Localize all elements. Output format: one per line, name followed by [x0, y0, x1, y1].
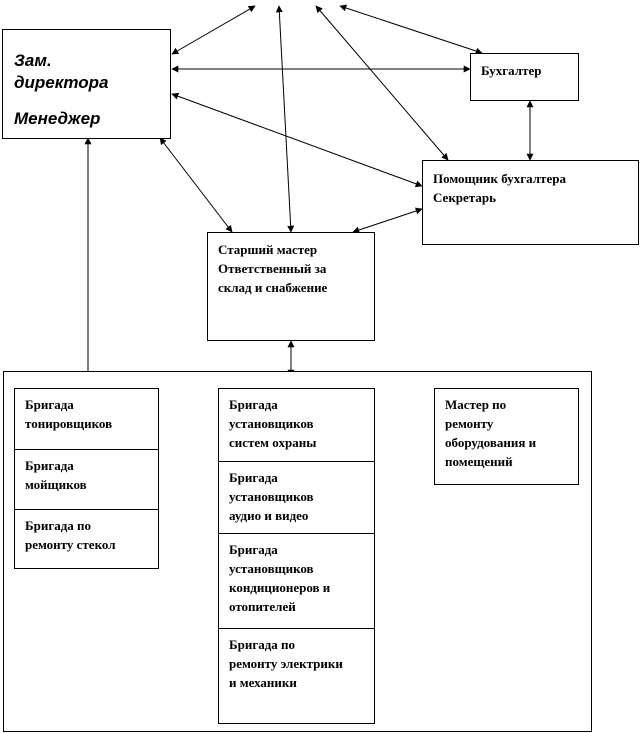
repair-line-2: ремонту: [445, 416, 494, 431]
middle-brigades-group: Бригада установщиков систем охраны Брига…: [218, 388, 375, 724]
arrow-deputy-assistant: [171, 92, 423, 188]
arrow-top-assistant: [315, 5, 449, 161]
brigade-washing: Бригада мойщиков: [15, 449, 158, 509]
accountant-box: Бухгалтер: [470, 53, 579, 101]
repair-master-box: Мастер по ремонту оборудования и помещен…: [434, 388, 579, 485]
accountant-label: Бухгалтер: [481, 63, 542, 78]
deputy-director-box: Зам. директора Менеджер: [2, 29, 171, 139]
brigade-glass-repair: Бригада по ремонту стекол: [15, 509, 158, 569]
deputy-line-1: Зам.: [14, 51, 52, 70]
arrow-top-senior: [275, 5, 295, 233]
senior-line-3: склад и снабжение: [218, 280, 328, 295]
arrow-top-accountant: [339, 4, 483, 55]
brigade-climate-heating: Бригада установщиков кондиционеров и ото…: [219, 533, 374, 628]
arrow-deputy-senior: [159, 137, 233, 233]
repair-line-1: Мастер по: [445, 397, 507, 412]
deputy-line-2: директора: [14, 73, 109, 92]
repair-line-4: помещений: [445, 454, 513, 469]
assistant-line-1: Помощник бухгалтера: [433, 171, 566, 186]
deputy-manager: Менеджер: [14, 109, 101, 128]
arrow-assistant-senior: [352, 207, 423, 234]
brigade-tinting: Бригада тонировщиков: [25, 397, 113, 431]
assistant-accountant-box: Помощник бухгалтера Секретарь: [422, 160, 639, 245]
brigade-security-systems: Бригада установщиков систем охраны: [229, 397, 317, 450]
arrow-deputy-top: [171, 5, 256, 55]
senior-line-2: Ответственный за: [218, 261, 327, 276]
brigade-audio-video: Бригада установщиков аудио и видео: [219, 461, 374, 533]
brigade-electrics-mechanics: Бригада по ремонту электрики и механики: [219, 628, 374, 724]
senior-line-1: Старший мастер: [218, 242, 318, 257]
repair-line-3: оборудования и: [445, 435, 537, 450]
left-brigades-group: Бригада тонировщиков Бригада мойщиков Бр…: [14, 388, 159, 569]
assistant-line-2: Секретарь: [433, 190, 496, 205]
senior-master-box: Старший мастер Ответственный за склад и …: [207, 232, 375, 341]
